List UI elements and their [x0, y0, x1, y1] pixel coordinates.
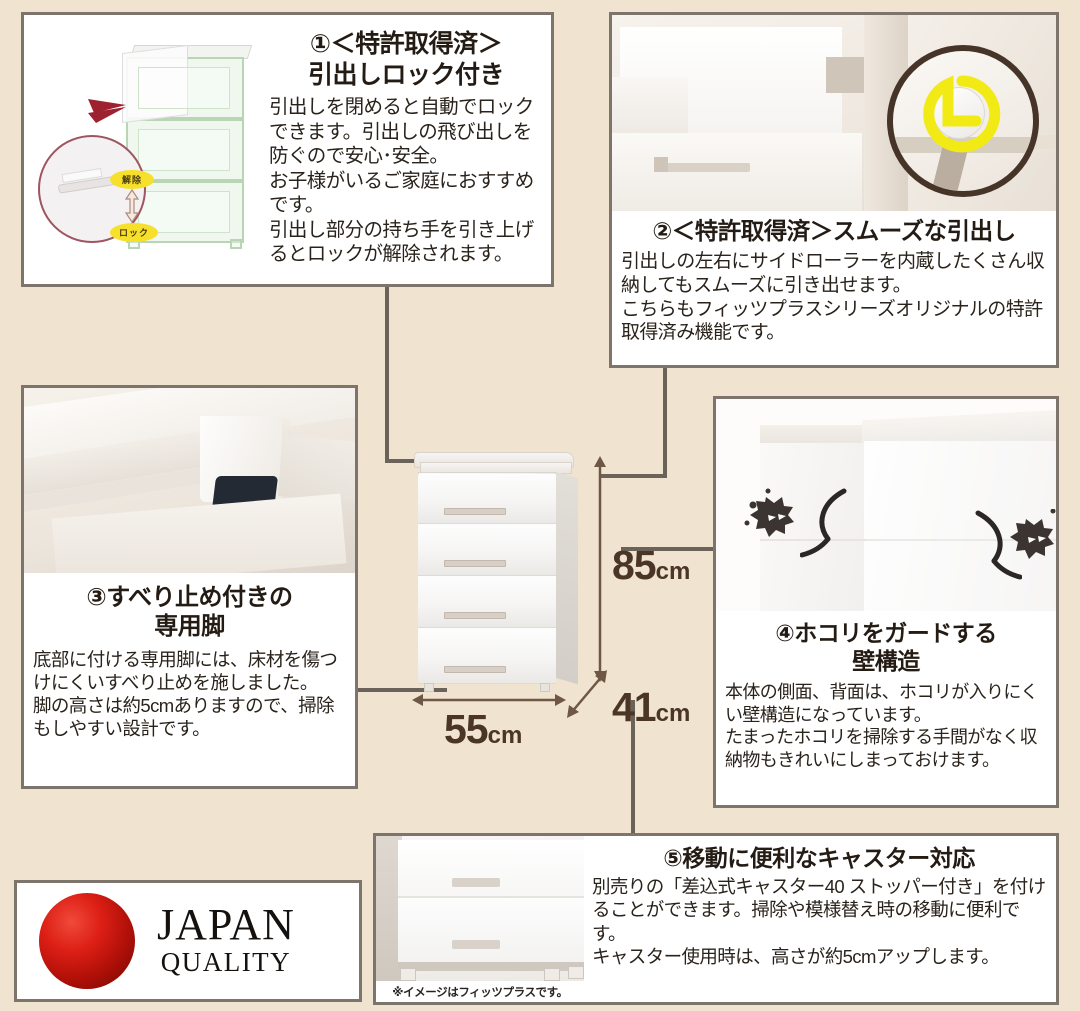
panel2-body: 引出しの左右にサイドローラーを内蔵したくさん収納してもスムーズに引き出せます。こ…: [621, 250, 1045, 344]
panel1-title-line1: ①＜特許取得済＞: [309, 30, 503, 58]
caster-wheel-right: [544, 968, 560, 981]
japan-quality-text: JAPAN QUALITY: [157, 903, 295, 978]
drawer-unit-lineart: [120, 43, 255, 249]
product-dimension-diagram: 85cm 55cm 41cm: [386, 444, 690, 774]
panel3-body: 底部に付ける専用脚には、床材を傷つけにくいすべり止めを施しました。脚の高さは約5…: [33, 648, 338, 740]
dust-guard-photo: [716, 399, 1056, 611]
width-value: 55: [444, 706, 489, 752]
depth-value: 41: [612, 684, 657, 730]
chest-leg-right: [540, 683, 550, 692]
panel4-body: 本体の側面、背面は、ホコリが入りにくい壁構造になっています。たまったホコリを掃除…: [725, 682, 1038, 771]
panel5-caption: ※イメージはフィッツプラスです。: [392, 987, 568, 999]
bounce-line-right-icon: [975, 510, 1022, 580]
dust-mite-left-icon: [744, 488, 794, 537]
connector-panel3-to-center: [355, 688, 447, 692]
panel-dust-guard: ④ホコリをガードする 壁構造 本体の側面、背面は、ホコリが入りにくい壁構造になっ…: [713, 396, 1059, 808]
panel4-title-line2: 壁構造: [852, 648, 920, 675]
roller-highlight-ring-icon: [923, 75, 1001, 153]
lock-illustration: 解除 ロック: [24, 15, 267, 284]
connector-panel1-down: [385, 287, 389, 462]
panel1-text: ①＜特許取得済＞ 引出しロック付き 引出しを閉めると自動でロックできます。引出し…: [267, 15, 551, 284]
panel1-body: 引出しを閉めると自動でロックできます。引出しの飛び出しを防ぐので安心･安全。お子…: [269, 96, 534, 266]
badge-release: 解除: [110, 170, 154, 189]
width-dimension-label: 55cm: [444, 706, 522, 753]
japan-label: JAPAN: [157, 900, 295, 950]
quality-label: QUALITY: [160, 947, 292, 978]
panel2-text: ②＜特許取得済＞スムーズな引出し 引出しの左右にサイドローラーを内蔵したくさん収…: [612, 211, 1056, 345]
leg-photo: [24, 388, 355, 573]
connector-panel4-to-center: [621, 547, 715, 551]
red-arrow-icon: [88, 99, 126, 123]
caster-wheel-left: [400, 968, 416, 981]
panel3-title-line1: ③すべり止め付きの: [86, 584, 293, 611]
depth-unit: cm: [655, 700, 691, 727]
chest-drawing: [408, 452, 596, 694]
height-unit: cm: [655, 558, 691, 585]
panel3-text: ③すべり止め付きの 専用脚 底部に付ける専用脚には、床材を傷つけにくいすべり止め…: [24, 573, 355, 741]
panel4-text: ④ホコリをガードする 壁構造 本体の側面、背面は、ホコリが入りにくい壁構造になっ…: [716, 611, 1056, 772]
connector-panel5-up: [631, 700, 635, 835]
height-value: 85: [612, 542, 657, 588]
caster-photo: ※イメージはフィッツプラスです。: [376, 836, 584, 1002]
japan-flag-dot-icon: [39, 893, 135, 989]
chest-leg-left: [424, 683, 434, 692]
badge-lock: ロック: [110, 223, 158, 242]
panel-smooth-drawer: ②＜特許取得済＞スムーズな引出し 引出しの左右にサイドローラーを内蔵したくさん収…: [609, 12, 1059, 368]
panel5-text: ⑤移動に便利なキャスター対応 別売りの「差込式キャスター40 ストッパー付き」を…: [584, 836, 1056, 1002]
depth-dimension-label: 41cm: [612, 684, 690, 731]
height-dimension-arrow: [594, 456, 606, 682]
panel5-body: 別売りの「差込式キャスター40 ストッパー付き」を付けることができます。掃除や模…: [592, 876, 1046, 967]
double-arrow-icon: [124, 189, 140, 223]
panel3-title-line2: 専用脚: [154, 613, 225, 641]
side-roller-photo: [612, 15, 1056, 211]
caster-wheel-far: [568, 966, 584, 979]
panel-anti-slip-legs: ③すべり止め付きの 専用脚 底部に付ける専用脚には、床材を傷つけにくいすべり止め…: [21, 385, 358, 789]
connector-panel2-to-center: [600, 474, 667, 478]
connector-panel2-down: [663, 368, 667, 478]
bounce-line-left-icon: [800, 488, 847, 558]
width-dimension-arrow: [412, 694, 566, 706]
height-dimension-label: 85cm: [612, 542, 690, 589]
roller-loupe: [887, 45, 1039, 197]
panel4-title-line1: ④ホコリをガードする: [775, 620, 997, 646]
width-unit: cm: [487, 722, 523, 749]
depth-dimension-arrow: [567, 670, 607, 718]
panel2-title: ②＜特許取得済＞スムーズな引出し: [652, 218, 1016, 244]
dust-mite-right-icon: [1010, 509, 1056, 559]
panel5-title: ⑤移動に便利なキャスター対応: [663, 845, 975, 871]
panel-caster-ready: ※イメージはフィッツプラスです。 ⑤移動に便利なキャスター対応 別売りの「差込式…: [373, 833, 1059, 1005]
panel1-title-line2: 引出しロック付き: [307, 60, 505, 89]
panel-drawer-lock: 解除 ロック ①＜特許取得済＞ 引出しロック付き 引出しを閉めると自動でロックで…: [21, 12, 554, 287]
japan-quality-badge: JAPAN QUALITY: [14, 880, 362, 1002]
